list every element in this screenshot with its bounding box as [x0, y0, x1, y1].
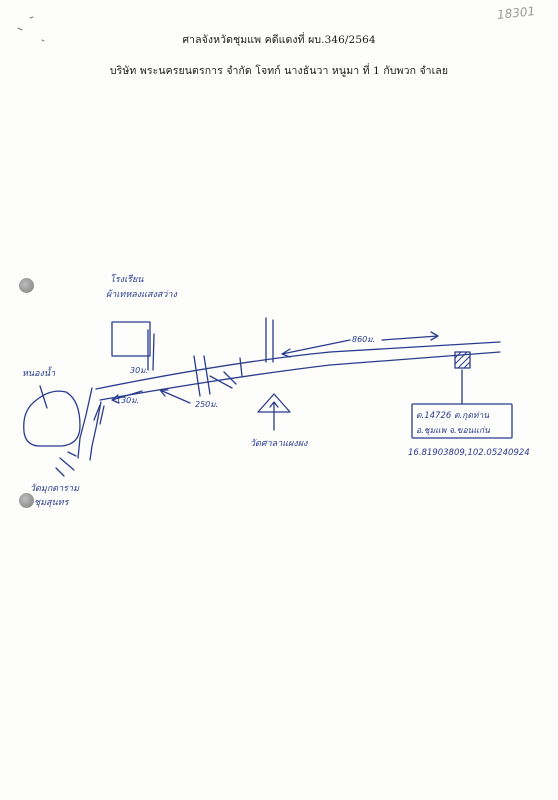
- distance-860m: 860ม.: [352, 335, 376, 344]
- main-road-lower: [99, 351, 501, 401]
- pond-outline: [23, 390, 81, 447]
- school-plot: [111, 321, 151, 357]
- case-parties: บริษัท พระนครยนตรการ จำกัด โจทก์ นางธันว…: [109, 65, 449, 77]
- side-road-a: [193, 355, 201, 397]
- address-line1: ต.14726 ต.กุดท่าน: [416, 411, 490, 421]
- punch-hole-bottom: [19, 493, 34, 508]
- address-line2: อ.ชุมแพ จ.ขอนแก่น: [416, 426, 490, 436]
- temple-road-b: [59, 457, 75, 471]
- punch-hole-top: [19, 278, 34, 293]
- pond-label: หนองน้ำ: [22, 369, 56, 379]
- school-label-line1: โรงเรียน: [110, 275, 144, 285]
- main-road-upper: [95, 341, 501, 390]
- side-road-d: [223, 371, 237, 385]
- branch-south-1: [93, 404, 105, 425]
- court-case-title: ศาลจังหวัดชุมแพ คดีแดงที่ ผบ.346/2564: [182, 34, 376, 46]
- scan-speck: [17, 16, 45, 42]
- distance-250m: 250ม.: [195, 400, 219, 409]
- shrine-label: วัดศาลาแผงผง: [250, 439, 308, 449]
- north-road-c: [239, 357, 243, 377]
- arrow-130m: [111, 390, 143, 404]
- distance-130m: 130ม.: [116, 396, 140, 405]
- shrine-arrow: [269, 401, 279, 431]
- arrow-860m-left: [281, 339, 351, 358]
- side-road-c: [209, 375, 233, 389]
- side-road-b: [203, 355, 211, 395]
- temple-road-a: [67, 451, 77, 457]
- temple-label-line1: วัดมุกดาราม: [30, 484, 79, 494]
- distance-30m: 30ม.: [130, 366, 148, 375]
- school-road-2: [152, 333, 155, 371]
- pond-pointer: [39, 385, 48, 409]
- temple-label-line2: ชุมสุนทร: [34, 498, 69, 508]
- target-hatch: [454, 351, 471, 369]
- target-plot: [454, 351, 471, 369]
- temple-road-c: [55, 467, 65, 477]
- school-label-line2: ผ้าเทหลงแสงสว่าง: [106, 290, 177, 300]
- gps-coordinates: 16.81903809,102.05240924: [408, 448, 530, 458]
- left-road-outer: [77, 387, 93, 459]
- arrow-860m-right: [381, 331, 439, 341]
- arrow-250m: [159, 389, 191, 404]
- left-road-inner: [89, 401, 102, 461]
